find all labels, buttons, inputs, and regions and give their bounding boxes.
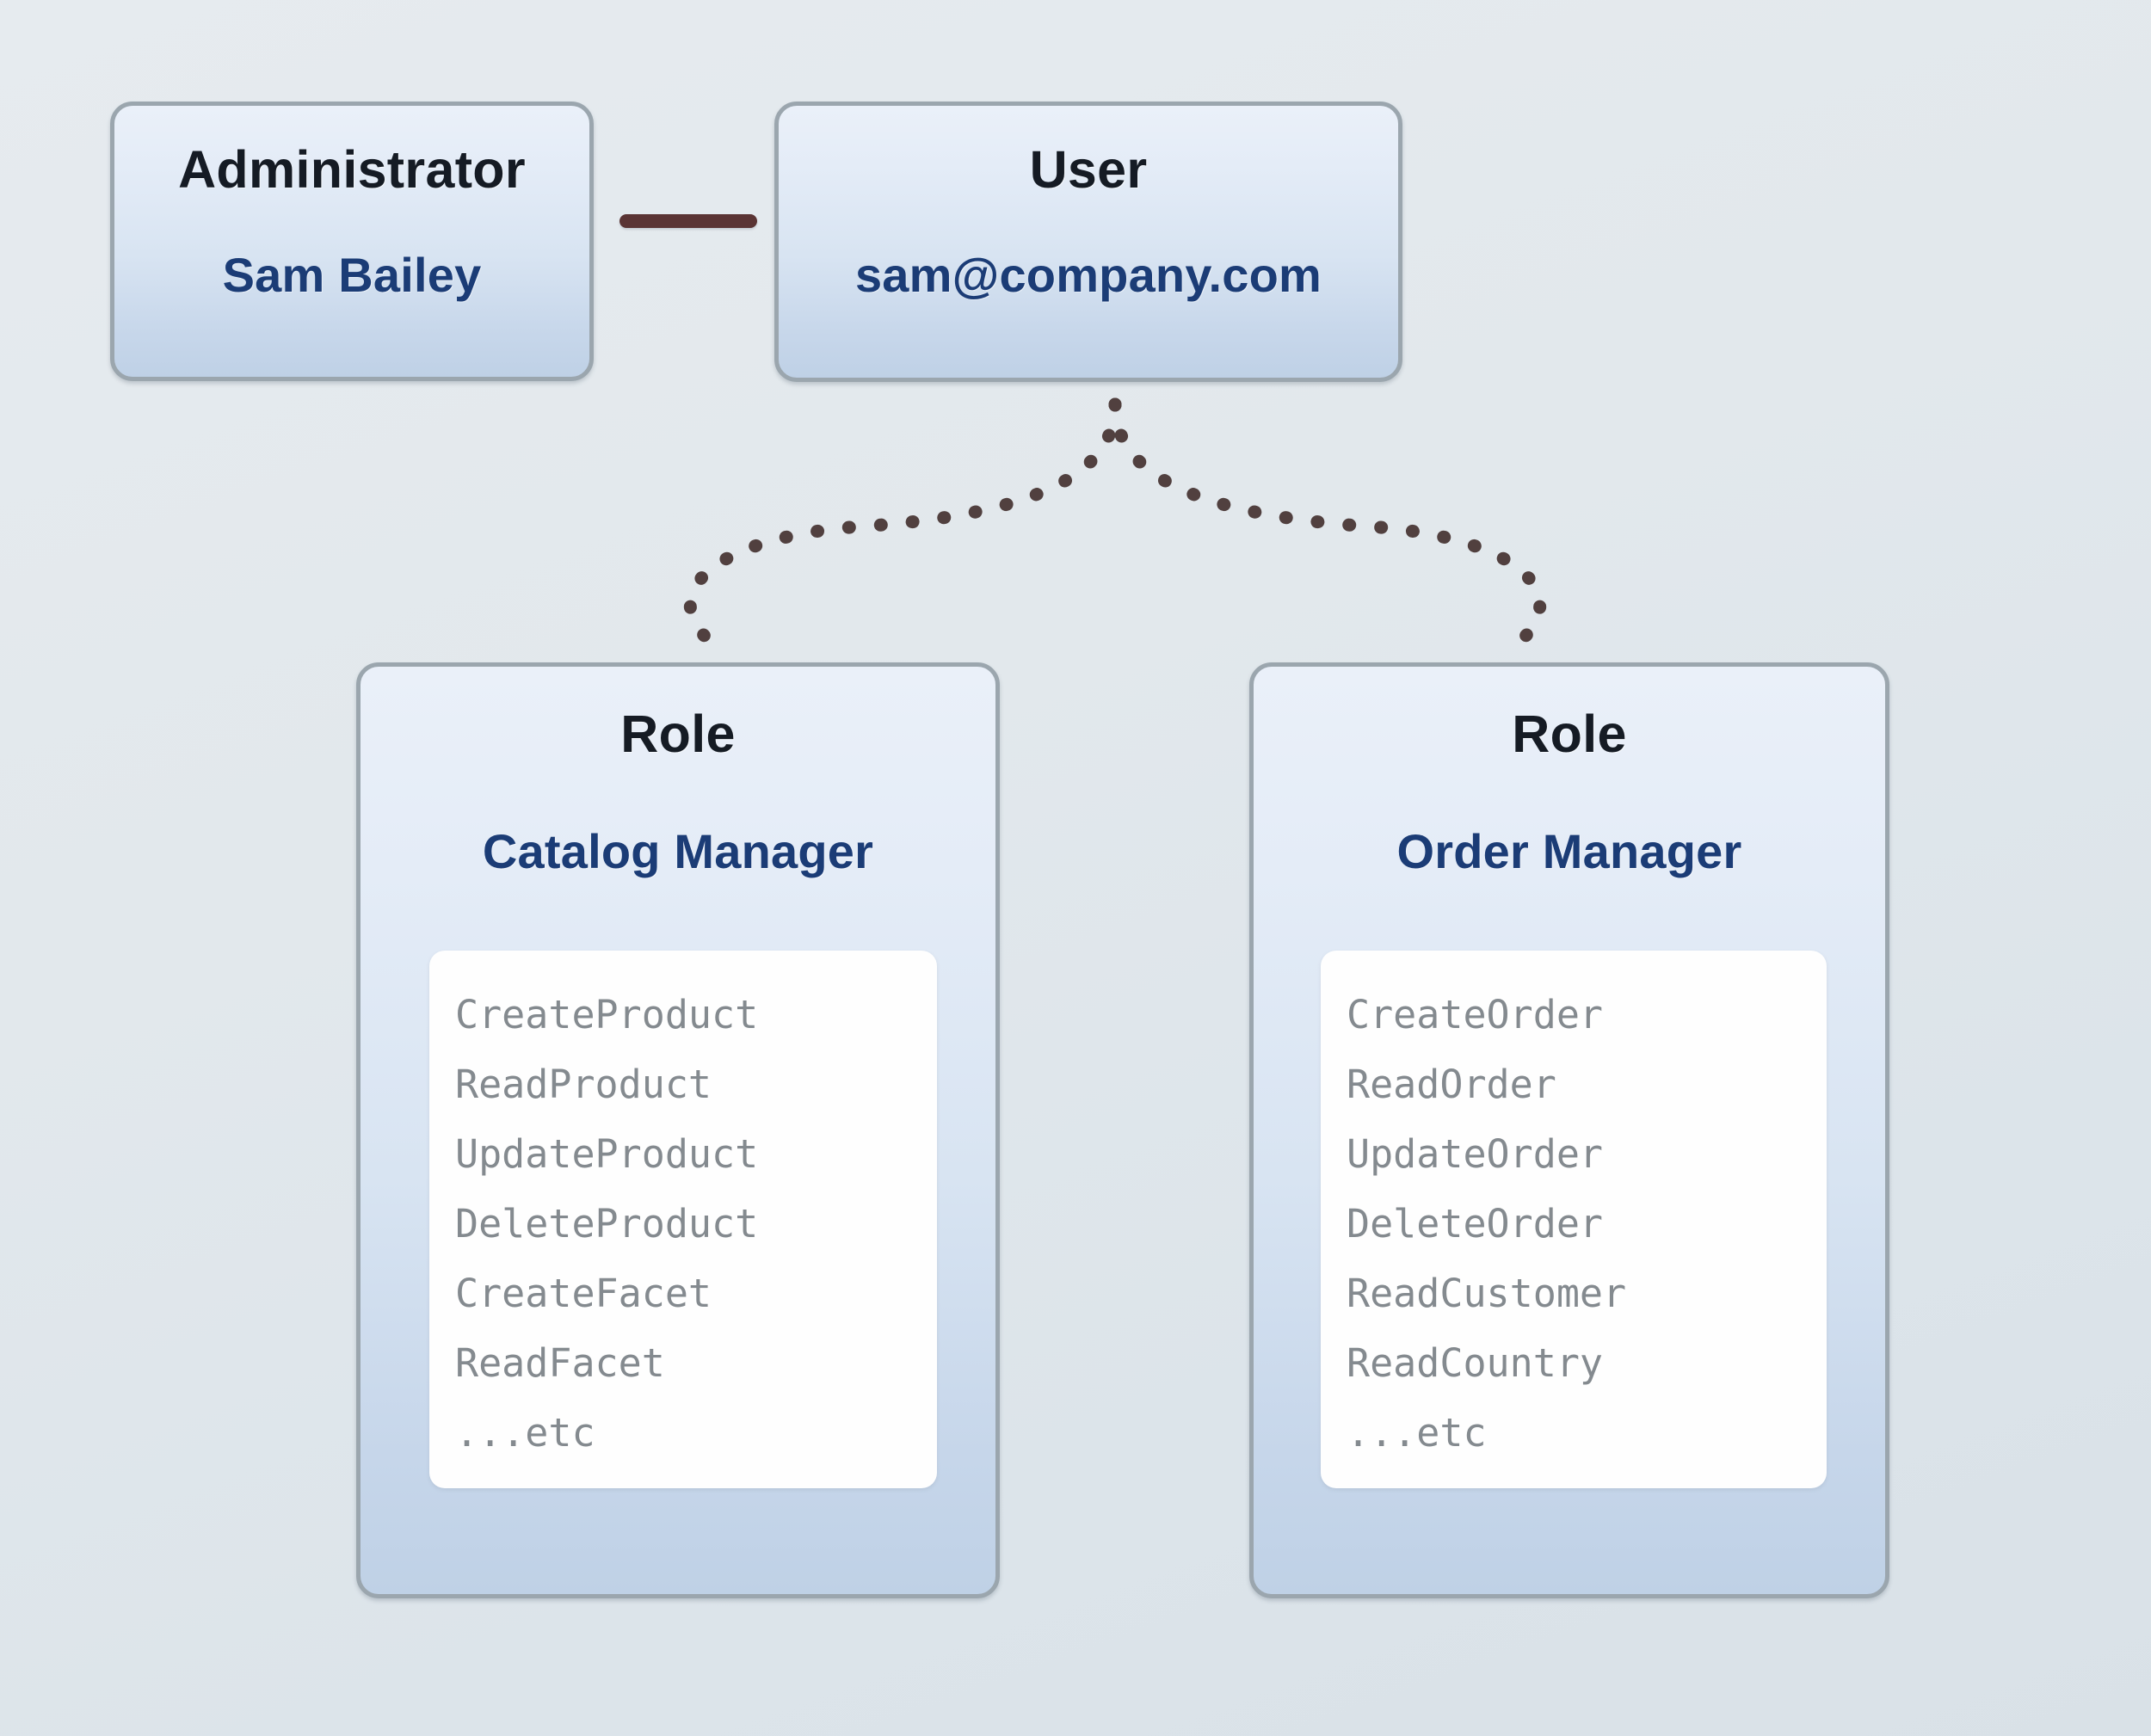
role-name-label: Catalog Manager <box>482 824 874 879</box>
permission-item: ReadOrder <box>1347 1062 1556 1107</box>
permission-item: DeleteOrder <box>1347 1201 1604 1247</box>
permission-item: ReadFacet <box>455 1340 665 1386</box>
edge-user-role-order-manager <box>1108 397 1547 650</box>
role-type-label: Role <box>1512 705 1627 763</box>
permission-list-card: CreateProduct ReadProduct UpdateProduct … <box>429 951 937 1488</box>
permission-item: ...etc <box>455 1410 595 1456</box>
user-name-label: sam@company.com <box>854 248 1322 303</box>
permission-list-card: CreateOrder ReadOrder UpdateOrder Delete… <box>1321 951 1827 1488</box>
role-node-catalog-manager[interactable]: Role Catalog Manager CreateProduct ReadP… <box>356 662 1000 1598</box>
user-node[interactable]: User sam@company.com <box>774 102 1402 382</box>
permission-item: ReadCountry <box>1347 1340 1604 1386</box>
administrator-name-label: Sam Bailey <box>222 248 482 303</box>
permission-item: ...etc <box>1347 1410 1487 1456</box>
administrator-type-label: Administrator <box>178 140 526 199</box>
permission-item: CreateFacet <box>455 1271 712 1316</box>
role-node-order-manager[interactable]: Role Order Manager CreateOrder ReadOrder… <box>1249 662 1889 1598</box>
administrator-node[interactable]: Administrator Sam Bailey <box>110 102 594 381</box>
permission-item: CreateOrder <box>1347 992 1604 1037</box>
permission-item: UpdateProduct <box>455 1131 759 1177</box>
permission-item: ReadCustomer <box>1347 1271 1627 1316</box>
permission-item: UpdateOrder <box>1347 1131 1604 1177</box>
permission-item: ReadProduct <box>455 1062 712 1107</box>
permission-item: CreateProduct <box>455 992 759 1037</box>
permission-item: DeleteProduct <box>455 1201 759 1247</box>
edge-user-role-catalog-manager <box>683 397 1122 650</box>
role-type-label: Role <box>620 705 736 763</box>
role-name-label: Order Manager <box>1396 824 1742 879</box>
user-type-label: User <box>1029 140 1148 199</box>
